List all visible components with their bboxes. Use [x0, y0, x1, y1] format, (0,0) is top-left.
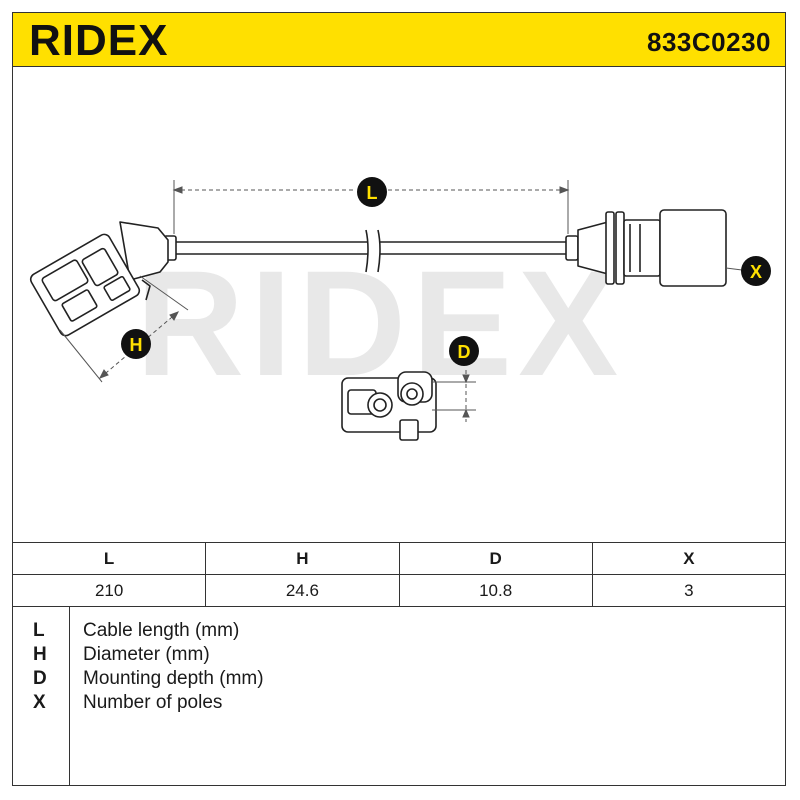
connector-front-view	[341, 371, 437, 441]
angled-connector	[29, 221, 177, 337]
marker-l-label: L	[367, 183, 378, 203]
sensor-head	[565, 209, 727, 287]
legend-item: X Number of poles	[13, 691, 785, 715]
header-bar: RIDEX 833C0230	[12, 12, 786, 67]
table-header-cell: X	[591, 542, 787, 575]
table-row: 210 24.6 10.8 3	[11, 574, 787, 607]
table-header-cell: D	[398, 542, 593, 575]
dimension-d	[432, 370, 476, 422]
dimensions-table: L H D X 210 24.6 10.8 3	[11, 542, 787, 607]
legend-item: L Cable length (mm)	[13, 619, 785, 643]
marker-d-circle	[449, 336, 479, 366]
part-number: 833C0230	[647, 27, 771, 57]
dimension-l	[172, 180, 570, 234]
marker-h-circle	[121, 329, 151, 359]
legend-key: H	[33, 644, 47, 665]
table-header-cell: L	[11, 542, 207, 575]
legend-key: X	[33, 692, 46, 713]
ridex-logo: RIDEX	[29, 17, 168, 63]
marker-x-leader	[725, 267, 743, 271]
table-header-cell: H	[205, 542, 400, 575]
marker-x-circle	[741, 256, 771, 286]
legend-divider	[69, 606, 70, 785]
marker-d-label: D	[458, 342, 471, 362]
legend-text: Diameter (mm)	[83, 644, 210, 665]
technical-drawing: RIDEX	[29, 177, 771, 441]
cable	[172, 229, 570, 273]
table-header-row: L H D X	[11, 542, 787, 575]
legend-text: Cable length (mm)	[83, 620, 240, 641]
table-cell: 10.8	[398, 574, 593, 607]
table-cell: 3	[591, 574, 787, 607]
legend-panel: L Cable length (mm) H Diameter (mm) D Mo…	[12, 606, 786, 786]
marker-h-label: H	[130, 335, 143, 355]
table-cell: 24.6	[205, 574, 400, 607]
legend-key: D	[33, 668, 47, 689]
marker-x-label: X	[750, 262, 762, 282]
legend-key: L	[33, 620, 45, 641]
legend-item: D Mounting depth (mm)	[13, 667, 785, 691]
brand-logo-text: RIDEX	[29, 17, 168, 63]
marker-l-circle	[357, 177, 387, 207]
legend-text: Mounting depth (mm)	[83, 668, 264, 689]
table-cell: 210	[11, 574, 207, 607]
legend-item: H Diameter (mm)	[13, 643, 785, 667]
legend-text: Number of poles	[83, 692, 223, 713]
